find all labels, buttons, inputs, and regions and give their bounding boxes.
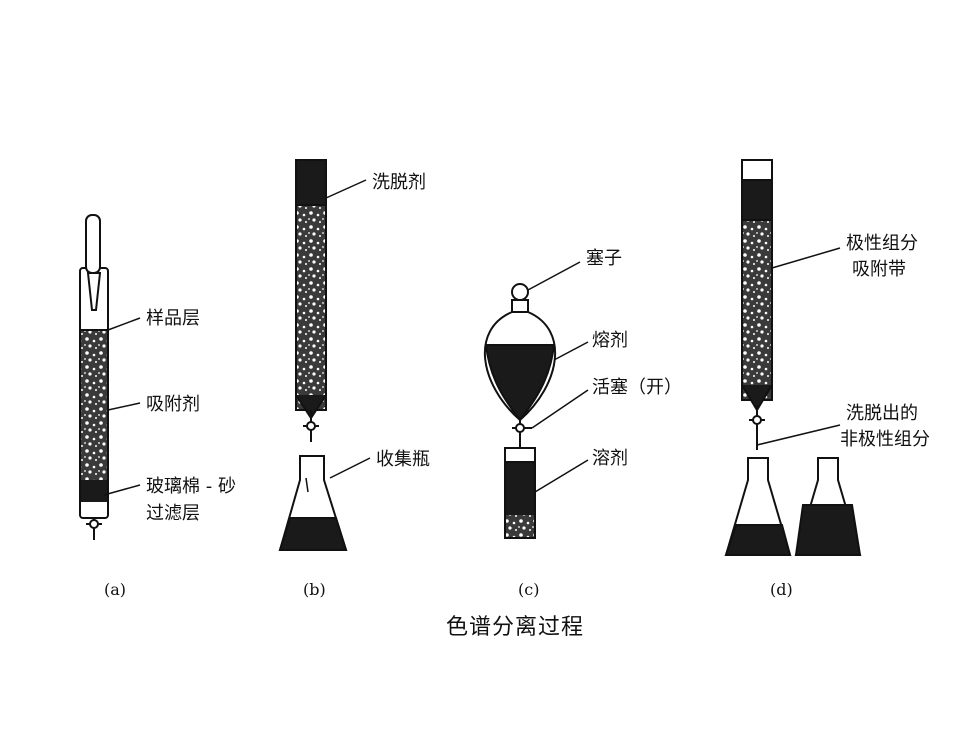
column-d [741,159,773,450]
column-a [79,214,109,540]
caption-b: (b) [303,580,326,599]
leaders-d [756,247,841,446]
flask-d-left [724,457,792,556]
label-sample-layer: 样品层 [146,308,200,329]
label-column-solvent: 溶剂 [592,448,628,469]
leaders-b [325,179,371,479]
label-glass-wool-sand: 玻璃棉 - 砂 [146,476,236,497]
leaders-c [527,261,589,493]
flask-b [278,455,348,551]
caption-a: (a) [104,580,127,599]
label-funnel-solvent: 熔剂 [592,330,628,351]
label-nonpolar-1: 洗脱出的 [846,403,918,424]
caption-c: (c) [518,580,540,599]
funnel-c [483,283,557,450]
flask-d-right [794,457,862,556]
label-collection-flask: 收集瓶 [376,449,430,470]
leaders-a [103,317,141,496]
label-nonpolar-2: 非极性组分 [840,429,930,450]
label-polar-band-2: 吸附带 [852,259,906,280]
column-b [295,159,327,442]
label-filter-layer: 过滤层 [146,503,200,524]
label-polar-band-1: 极性组分 [846,233,918,254]
caption-d: (d) [770,580,793,599]
label-eluent: 洗脱剂 [372,172,426,193]
column-c [504,447,536,539]
label-stopper: 塞子 [586,248,622,269]
label-stopcock: 活塞（开） [592,377,682,398]
diagram-title: 色谱分离过程 [446,615,585,640]
label-adsorbent: 吸附剂 [146,394,200,415]
